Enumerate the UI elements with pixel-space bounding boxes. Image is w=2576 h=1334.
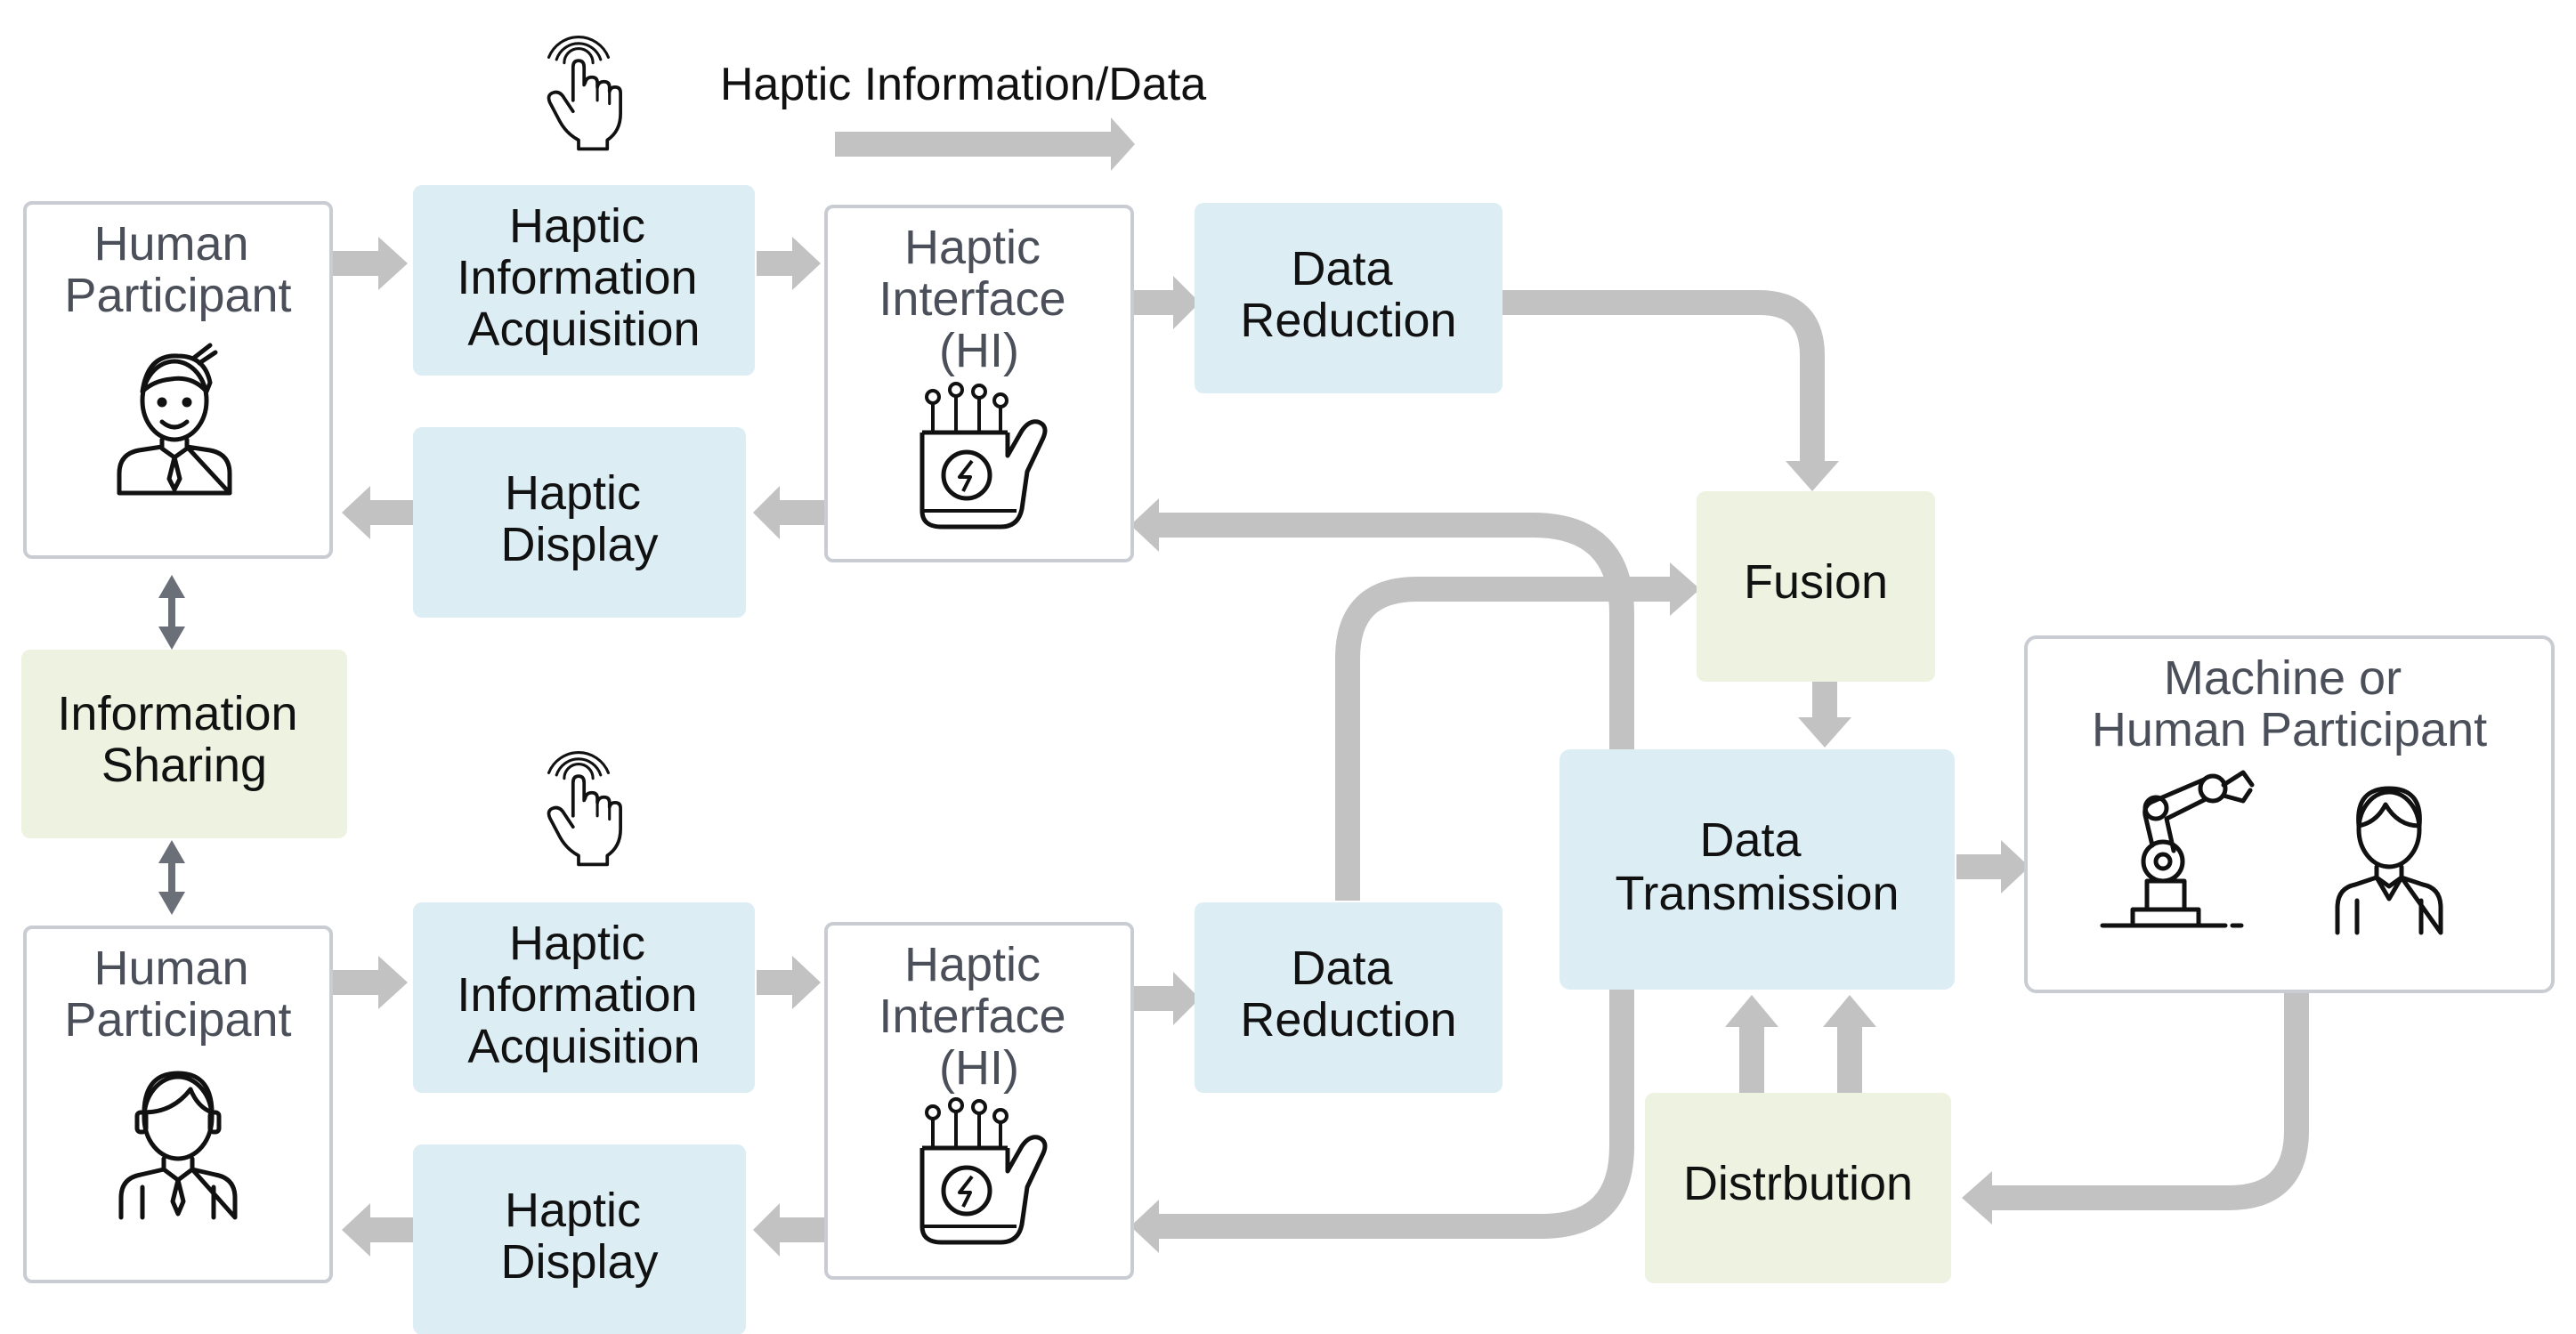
arrow-transmission-to-machine [1956, 840, 2029, 893]
box-display-top [413, 427, 746, 618]
arrow-distribution-to-transmission-left [1725, 995, 1778, 1093]
label-display-top: Haptic Display [500, 466, 658, 571]
box-transmission [1559, 749, 1955, 990]
connector-heads [1130, 461, 1992, 1253]
arrow-distribution-to-transmission-right [1823, 995, 1876, 1093]
label-display-bottom: Haptic Display [500, 1184, 658, 1289]
box-acquisition-bottom [413, 902, 755, 1093]
person-icon [118, 1071, 238, 1220]
arrows [158, 117, 2029, 1257]
tap-hand-icon [547, 750, 622, 867]
arrow-interface-to-reduction-bottom [1134, 972, 1200, 1025]
header-caption: Haptic Information/Data [720, 59, 1206, 110]
box-info-sharing [21, 650, 347, 838]
label-distribution: Distrbution [1683, 1157, 1913, 1210]
box-reduction-top [1195, 203, 1503, 393]
arrow-human-to-acquisition-top [332, 237, 408, 290]
connector-transmission-to-interface-bottom [1157, 988, 1634, 1239]
arrow-interface-to-display-top [753, 486, 826, 539]
arrow-acquisition-to-interface-bottom [757, 956, 821, 1009]
arrow-fusion-to-transmission [1798, 682, 1851, 748]
robot-arm-icon [2100, 770, 2255, 928]
label-interface-top: Haptic Interface (HI) [879, 221, 1079, 377]
box-fusion [1697, 491, 1935, 682]
arrow-human-top-info-sharing [158, 575, 185, 650]
box-display-bottom [413, 1144, 746, 1334]
label-reduction-top: Data Reduction [1240, 242, 1456, 347]
label-reduction-bottom: Data Reduction [1240, 942, 1456, 1047]
boxes [21, 185, 2555, 1334]
box-distribution [1645, 1093, 1951, 1283]
connector-machine-to-distribution [1990, 990, 2309, 1210]
tap-hand-icon [547, 35, 622, 151]
arrow-acquisition-to-interface-top [757, 237, 821, 290]
labels: Haptic Information/Data Human Participan… [57, 59, 2487, 1289]
arrow-display-to-human-top [342, 486, 413, 539]
data-direction-arrow [835, 117, 1135, 171]
arrow-interface-to-display-bottom [753, 1203, 826, 1257]
label-machine-human: Machine or Human Participant [2092, 651, 2487, 756]
label-human-bottom: Human Participant [64, 942, 291, 1047]
label-interface-bottom: Haptic Interface (HI) [879, 938, 1079, 1095]
box-reduction-bottom [1195, 902, 1503, 1093]
arrow-display-to-human-bottom [342, 1203, 413, 1257]
connector-transmission-to-interface-top [1157, 513, 1634, 749]
person-icon [2335, 786, 2443, 935]
curved-connectors [1157, 290, 2309, 1239]
arrow-interface-to-reduction-top [1134, 276, 1200, 329]
label-human-top: Human Participant [64, 217, 291, 322]
icons [117, 35, 2443, 1242]
label-fusion: Fusion [1744, 555, 1888, 609]
label-acquisition-bottom: Haptic Information Acquisition [457, 917, 710, 1073]
box-acquisition-top [413, 185, 755, 376]
arrow-info-sharing-human-bottom [158, 840, 185, 915]
connector-reduction-bottom-to-fusion [1335, 577, 1673, 901]
businessman-icon [117, 343, 232, 496]
label-acquisition-top: Haptic Information Acquisition [457, 199, 710, 356]
label-info-sharing: Information Sharing [57, 687, 311, 792]
arrow-human-to-acquisition-bottom [332, 956, 408, 1009]
connector-reduction-top-to-fusion [1503, 290, 1825, 463]
label-transmission: Data Transmission [1615, 813, 1899, 920]
